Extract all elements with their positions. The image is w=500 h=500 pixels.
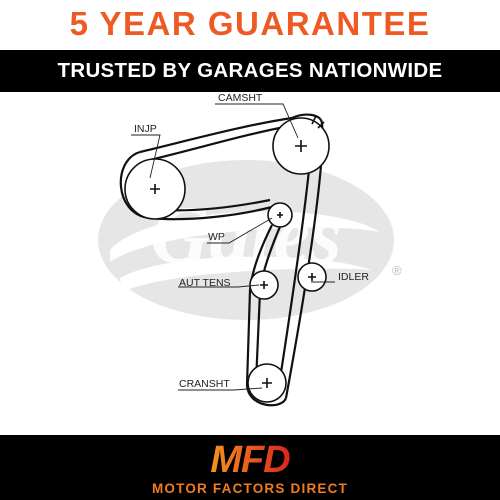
- footer-bar: MFD MOTOR FACTORS DIRECT: [0, 435, 500, 500]
- company-name: MOTOR FACTORS DIRECT: [152, 481, 348, 496]
- leader-lines: [131, 103, 335, 391]
- injp-pulley: [124, 158, 186, 220]
- belt-cam-wrap: [291, 113, 324, 125]
- label-aut-tens: AUT TENS: [179, 277, 231, 289]
- label-idler: IDLER: [338, 271, 369, 283]
- trusted-heading: TRUSTED BY GARAGES NATIONWIDE: [57, 59, 443, 82]
- belt-left-span: [245, 224, 273, 386]
- label-injp: INJP: [134, 123, 157, 135]
- pulleys: [124, 115, 330, 403]
- wp-pulley: [267, 202, 293, 228]
- mfd-logo: MFD MOTOR FACTORS DIRECT: [152, 439, 348, 496]
- guarantee-banner: 5 YEAR GUARANTEE: [0, 0, 500, 48]
- belt-upper-span-inner: [149, 124, 291, 162]
- belt-upper-span: [139, 116, 293, 154]
- trusted-banner: TRUSTED BY GARAGES NATIONWIDE: [0, 50, 500, 92]
- camsht-pulley: [272, 115, 330, 175]
- cransht-pulley: [247, 363, 287, 403]
- guarantee-heading: 5 YEAR GUARANTEE: [69, 5, 431, 42]
- label-wp: WP: [208, 231, 225, 243]
- belt-route-drawing: Gates ®: [98, 92, 402, 407]
- registered-mark: ®: [392, 263, 402, 278]
- aut-tens-pulley: [249, 270, 279, 300]
- timing-belt-diagram: Gates ®: [0, 92, 500, 435]
- label-camsht: CAMSHT: [218, 92, 263, 104]
- idler-pulley: [297, 262, 327, 292]
- belt-injp-to-wp: [149, 205, 273, 221]
- mfd-logo-mark: MFD: [210, 439, 290, 481]
- belt-crank-wrap: [245, 384, 288, 407]
- label-cransht: CRANSHT: [179, 378, 230, 390]
